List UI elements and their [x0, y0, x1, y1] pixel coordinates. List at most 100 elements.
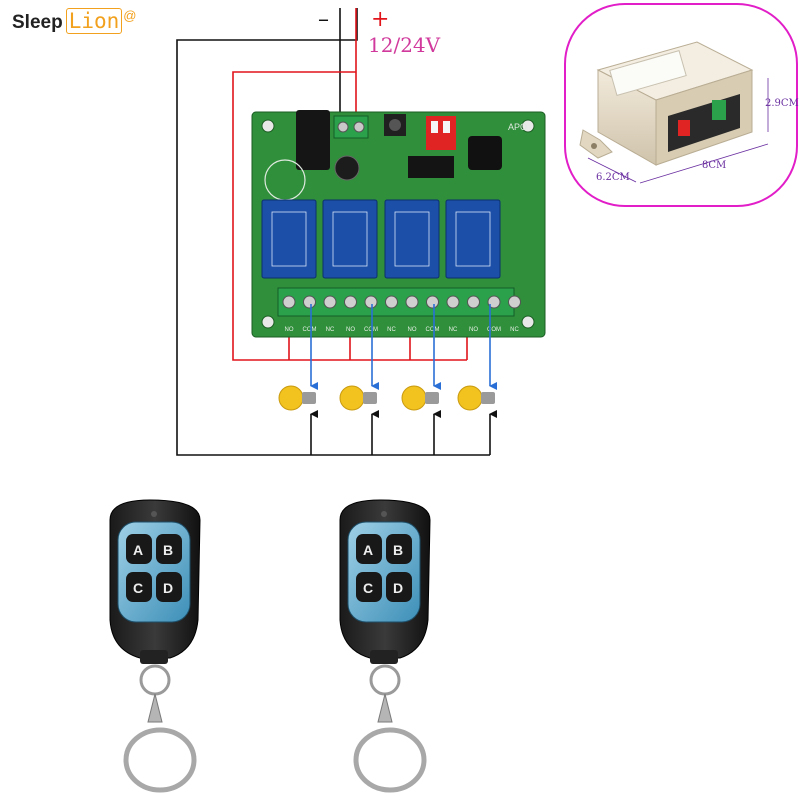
depth-label: 6.2CM: [596, 172, 630, 183]
lamp-1-base: [302, 392, 316, 404]
remote-2-button-c-label: C: [363, 580, 373, 596]
lamp-2: [339, 385, 377, 411]
board-corner-mark: APO: [508, 122, 527, 132]
logo-accent: Lion: [65, 8, 123, 34]
height-label: 2.9CM: [765, 98, 799, 109]
dip-switch-lever-1: [431, 121, 438, 133]
remote-2-button-c[interactable]: C: [356, 572, 382, 602]
relay-3: [384, 199, 440, 279]
terminal-label-2: COM: [303, 327, 317, 333]
dimension-lines: [587, 78, 769, 184]
terminal-label-11: COM: [487, 327, 501, 333]
terminal-screw-12: [508, 295, 521, 309]
power-terminal-positive: [353, 121, 365, 133]
terminal-label-12: NC: [510, 327, 519, 333]
lamp-4: [457, 385, 495, 411]
relay-3-label: [394, 211, 430, 267]
relay-4-body: [445, 199, 501, 279]
remote-2-button-d[interactable]: D: [386, 572, 412, 602]
terminal-label-1: NO: [285, 327, 294, 333]
lamp-4-bulb: [457, 385, 483, 411]
terminal-screw-6: [385, 295, 398, 309]
remote-2-ring: [369, 664, 401, 696]
minus-label: –: [318, 7, 329, 32]
mount-hole-top-left: [261, 119, 275, 133]
terminal-screws: [282, 295, 521, 309]
terminal-label-9: NC: [449, 327, 458, 333]
remote-1-led: [151, 511, 157, 517]
voltage-label: 12/24V: [368, 33, 441, 57]
remote-2-button-b[interactable]: B: [386, 534, 412, 564]
width-label: 8CM: [702, 160, 726, 171]
brand-logo: Sleep Lion @: [12, 8, 136, 42]
relay-2-label: [332, 211, 368, 267]
box-dip-switch: [678, 120, 690, 136]
plus-label: +: [371, 7, 389, 32]
remote-1-clasp: [147, 693, 163, 723]
lamp-4-base: [481, 392, 495, 404]
power-terminal-block: [333, 115, 369, 139]
remote-2-clasp: [377, 693, 393, 723]
mount-hole-top-right: [521, 119, 535, 133]
dc-jack: [296, 110, 330, 170]
terminal-label-3: NC: [326, 327, 335, 333]
remote-2-button-d-label: D: [393, 580, 403, 596]
decoder-chip: [408, 156, 454, 178]
terminal-label-7: NO: [408, 327, 417, 333]
remote-1-button-b-label: B: [163, 542, 173, 558]
logo-word: Sleep: [12, 12, 63, 33]
relay-2: [322, 199, 378, 279]
terminal-screw-10: [467, 295, 480, 309]
dip-switch-lever-2: [443, 121, 450, 133]
rf-module: [468, 136, 502, 170]
relay-4: [445, 199, 501, 279]
relay-1-label: [271, 211, 307, 267]
logo-mark: @: [123, 8, 137, 23]
terminal-screw-8: [426, 295, 439, 309]
negative-wiring: [176, 8, 497, 456]
power-terminal-negative: [337, 121, 349, 133]
terminal-screw-5: [364, 295, 378, 309]
lamp-1: [278, 385, 316, 411]
remote-2-loop: [370, 650, 398, 664]
remote-2-button-a-label: A: [363, 542, 373, 558]
width-dimension-line: [639, 143, 769, 184]
box-label-sticker: [609, 49, 687, 97]
remote-2-button-b-label: B: [393, 542, 403, 558]
remote-2-led: [381, 511, 387, 517]
lamp-3-base: [425, 392, 439, 404]
learn-button-cap: [389, 119, 401, 131]
terminal-screw-11: [487, 295, 501, 309]
remote-1-button-a[interactable]: A: [126, 534, 152, 564]
power-labels: – + 12/24V: [318, 7, 441, 57]
dip-switch: [426, 116, 456, 150]
terminal-screw-2: [303, 295, 316, 309]
terminal-label-6: NC: [387, 327, 396, 333]
relay-1-body: [261, 199, 317, 279]
terminal-label-4: NO: [346, 327, 355, 333]
remote-1-button-c[interactable]: C: [126, 572, 152, 602]
box-mount-hole: [591, 143, 597, 149]
relay-2-body: [322, 199, 378, 279]
remote-1-ring: [139, 664, 171, 696]
relay-4-label: [455, 211, 491, 267]
terminal-screw-1: [282, 295, 296, 309]
remote-2-button-a[interactable]: A: [356, 534, 382, 564]
remote-1-button-b[interactable]: B: [156, 534, 182, 564]
lamp-3: [401, 385, 439, 411]
lamp-1-bulb: [278, 385, 304, 411]
remote-2-hook: [353, 727, 427, 793]
lamps: [278, 385, 495, 411]
mount-hole-bottom-right: [521, 315, 535, 329]
remote-1-button-d[interactable]: D: [156, 572, 182, 602]
remote-1-button-d-label: D: [163, 580, 173, 596]
negative-feed-wire: [176, 8, 490, 456]
remote-1-button-a-label: A: [133, 542, 143, 558]
lamp-2-bulb: [339, 385, 365, 411]
lamp-2-base: [363, 392, 377, 404]
terminal-label-10: NO: [469, 327, 478, 333]
box-terminal: [712, 100, 726, 120]
